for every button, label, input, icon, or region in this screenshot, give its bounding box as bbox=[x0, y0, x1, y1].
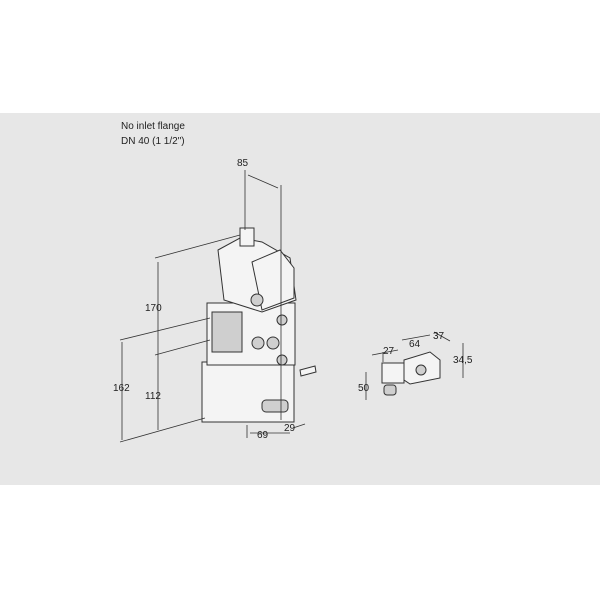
dim-112: 112 bbox=[145, 391, 161, 402]
lower-housing bbox=[201, 361, 295, 423]
valve-assembly bbox=[201, 227, 317, 423]
module-dimension-lines bbox=[365, 331, 464, 400]
dim-37: 37 bbox=[433, 331, 445, 342]
dim-69: 69 bbox=[257, 430, 269, 441]
cable-gland bbox=[383, 384, 397, 396]
dim-29: 29 bbox=[284, 423, 296, 434]
dim-162: 162 bbox=[113, 383, 130, 394]
dim-50: 50 bbox=[358, 383, 370, 394]
main-dimension-lines bbox=[119, 170, 306, 443]
filter-grid bbox=[211, 311, 243, 353]
dim-85: 85 bbox=[237, 158, 249, 169]
connector-plug bbox=[381, 362, 405, 384]
note-inlet-flange: No inlet flange bbox=[121, 121, 185, 132]
background-band bbox=[0, 113, 600, 485]
plug-module bbox=[381, 351, 441, 396]
dim-27: 27 bbox=[383, 346, 395, 357]
actuator-cap bbox=[239, 227, 255, 247]
dim-34-5: 34,5 bbox=[453, 355, 473, 366]
note-nominal-size: DN 40 (1 1/2") bbox=[121, 136, 185, 147]
test-nipple bbox=[299, 365, 317, 377]
dim-170: 170 bbox=[145, 303, 162, 314]
dim-64: 64 bbox=[409, 339, 421, 350]
